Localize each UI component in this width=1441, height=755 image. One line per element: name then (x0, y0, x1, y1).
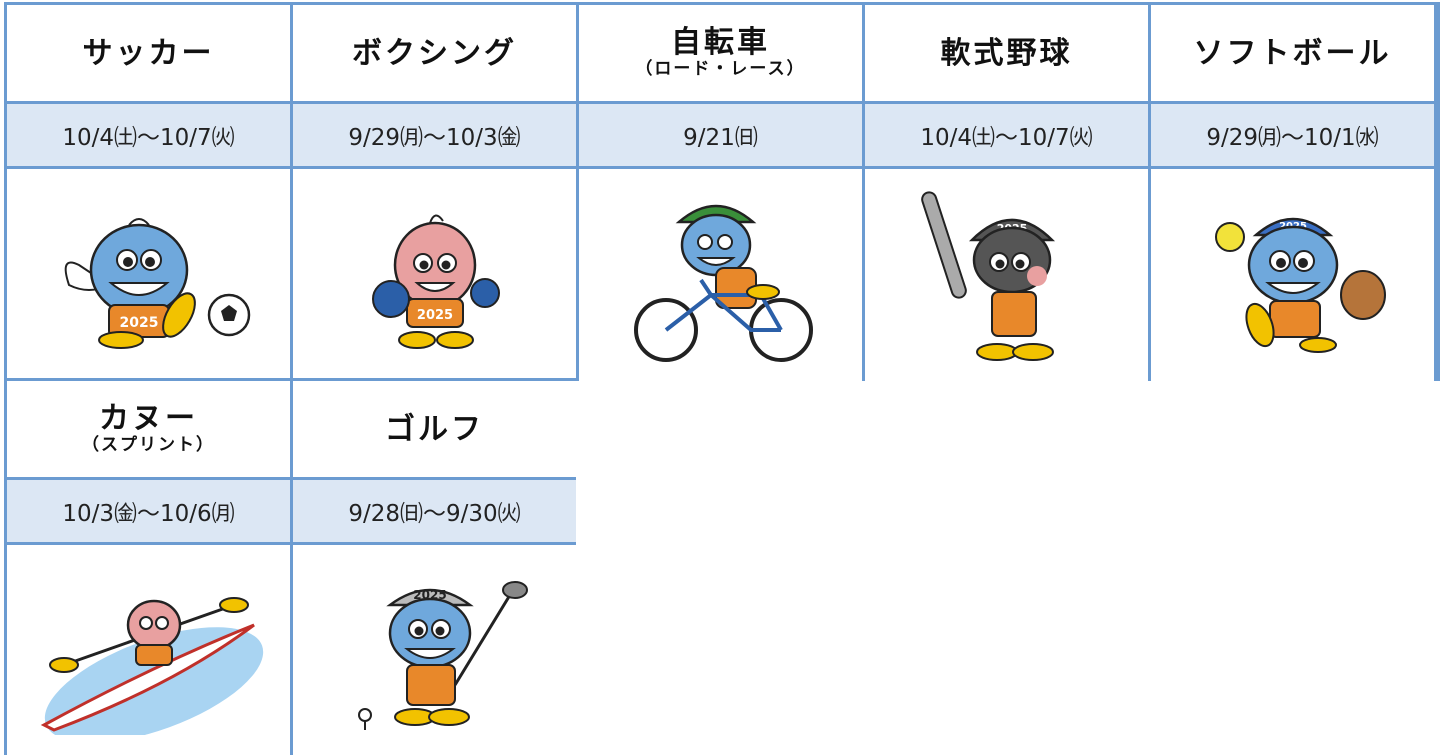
event-header-soccer: サッカー (7, 5, 290, 101)
event-header-cycling: 自転車 （ロード・レース） (579, 5, 862, 101)
event-name: 軟式野球 (940, 35, 1073, 71)
svg-text:2025: 2025 (119, 315, 158, 331)
mascot-canoe-icon (7, 545, 290, 755)
event-dates-canoe: 10/3㈮～10/6㈪ (7, 480, 290, 542)
event-dates-cycling: 9/21㈰ (579, 104, 862, 166)
event-name: ボクシング (352, 35, 517, 71)
event-header-canoe: カヌー （スプリント） (7, 381, 290, 477)
mascot-boxing-icon: 2025 (293, 169, 576, 381)
event-header-boxing: ボクシング (293, 5, 576, 101)
mascot-softball-icon: 2025 (1151, 169, 1434, 381)
event-header-golf: ゴルフ (293, 381, 576, 477)
event-dates-soccer: 10/4㈯～10/7㈫ (7, 104, 290, 166)
event-header-softball: ソフトボール (1151, 5, 1434, 101)
event-table-top: サッカー ボクシング 自転車 （ロード・レース） 軟式野球 ソフトボール 10/… (4, 2, 1440, 381)
event-subname: （スプリント） (82, 435, 215, 456)
mascot-cycling-icon (579, 169, 862, 381)
event-table-bottom: カヌー （スプリント） ゴルフ 10/3㈮～10/6㈪ 9/28㈰～9/30㈫ … (4, 378, 576, 755)
event-name: 自転車 (671, 25, 770, 61)
event-dates-baseball: 10/4㈯～10/7㈫ (865, 104, 1148, 166)
event-dates-softball: 9/29㈪～10/1㈬ (1151, 104, 1434, 166)
event-dates-golf: 9/28㈰～9/30㈫ (293, 480, 576, 542)
event-dates-boxing: 9/29㈪～10/3㈮ (293, 104, 576, 166)
event-name: サッカー (82, 35, 215, 71)
event-header-baseball: 軟式野球 (865, 5, 1148, 101)
event-name: カヌー (99, 401, 198, 437)
event-subname: （ロード・レース） (635, 59, 806, 80)
mascot-golf-icon: 2025 (293, 545, 576, 755)
event-name: ゴルフ (385, 411, 484, 447)
mascot-soccer-icon: 2025 (7, 169, 290, 381)
svg-text:2025: 2025 (416, 308, 452, 323)
event-name: ソフトボール (1193, 35, 1392, 71)
mascot-baseball-icon: 2025 (865, 169, 1148, 381)
